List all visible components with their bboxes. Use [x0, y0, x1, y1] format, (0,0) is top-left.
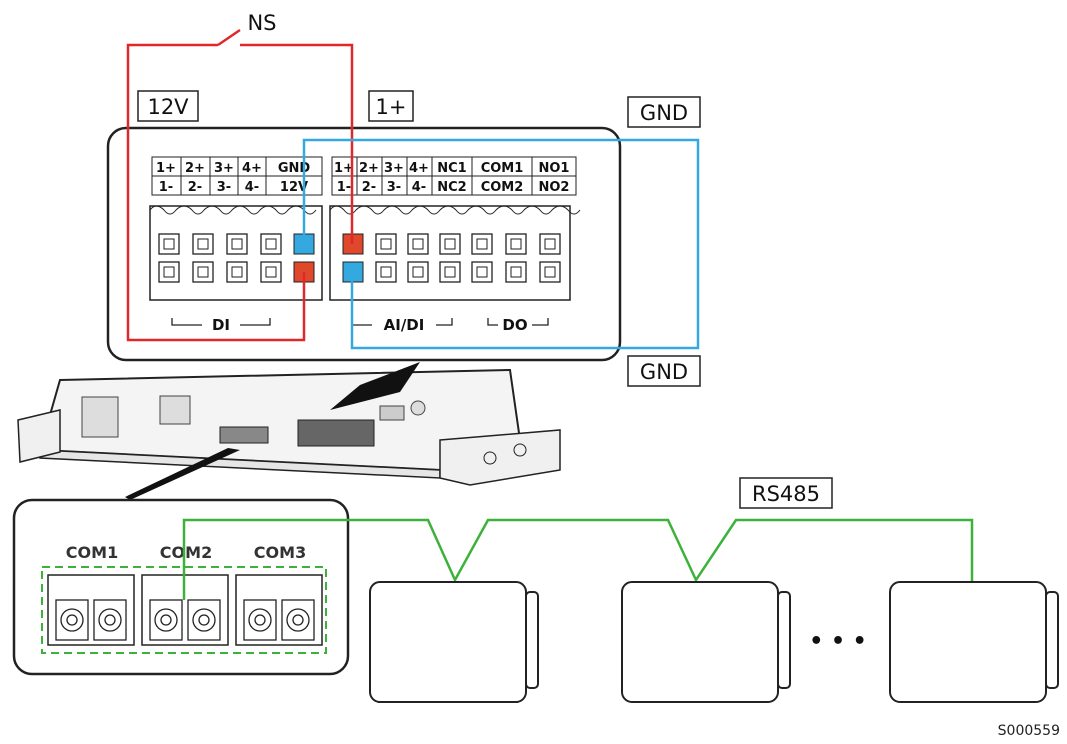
group-label-aidi: AI/DI [384, 316, 425, 334]
com-port-panel: COM1 COM2 COM3 [12, 498, 350, 676]
di-top-4: 4+ [242, 161, 262, 176]
aido-top-3: 3+ [384, 161, 404, 176]
svg-text:NS: NS [247, 11, 276, 35]
aido-top-4: 4+ [409, 161, 429, 176]
red-wire [126, 28, 354, 342]
aido-terminals [342, 233, 561, 283]
svg-text:GND: GND [640, 101, 688, 125]
label-1plus: 1+ [368, 90, 414, 122]
svg-text:1+: 1+ [376, 95, 407, 119]
aido-top-7: NO1 [539, 161, 570, 176]
svg-text:12V: 12V [147, 95, 189, 119]
slave-device-2 [621, 581, 791, 703]
svg-text:RS485: RS485 [752, 482, 820, 506]
aido-bot-7: NO2 [539, 180, 570, 195]
label-ns: NS [247, 11, 276, 35]
slave-device-n [889, 581, 1059, 703]
di-label-grid: 1+ 2+ 3+ 4+ GND 1- 2- 3- 4- 12V [151, 156, 323, 196]
di-top-2: 2+ [185, 161, 205, 176]
label-gnd-top: GND [627, 96, 701, 128]
label-rs485: RS485 [739, 477, 833, 509]
svg-text:GND: GND [640, 360, 688, 384]
aido-top-5: NC1 [437, 161, 466, 176]
di-top-3: 3+ [214, 161, 234, 176]
group-label-do: DO [502, 316, 527, 334]
aido-bot-2: 2- [362, 180, 376, 195]
aido-bot-3: 3- [387, 180, 401, 195]
di-bot-5: 12V [280, 180, 308, 195]
io-terminal-panel: 1+ 2+ 3+ 4+ GND 1- 2- 3- 4- 12V 1+ 2+ 3+… [106, 126, 622, 362]
com-label-3: COM3 [254, 543, 306, 562]
ellipsis: • • • [809, 629, 867, 654]
aido-top-2: 2+ [359, 161, 379, 176]
aido-top-1: 1+ [334, 161, 354, 176]
slave-device-1 [369, 581, 539, 703]
device-box [17, 362, 561, 500]
di-bot-2: 2- [188, 180, 202, 195]
di-bot-3: 3- [217, 180, 231, 195]
blue-wire [302, 138, 700, 350]
aido-bot-1: 1- [337, 180, 351, 195]
aido-top-6: COM1 [481, 161, 524, 176]
group-label-di: DI [212, 316, 230, 334]
label-12v: 12V [137, 90, 199, 122]
aido-label-grid: 1+ 2+ 3+ 4+ NC1 COM1 NO1 1- 2- 3- 4- NC2… [331, 156, 577, 196]
com-label-1: COM1 [66, 543, 118, 562]
rs485-bus [182, 518, 974, 600]
di-top-1: 1+ [156, 161, 176, 176]
aido-bot-4: 4- [412, 180, 426, 195]
figure-id: S000559 [998, 723, 1060, 739]
di-top-5: GND [278, 161, 311, 176]
com-label-2: COM2 [160, 543, 212, 562]
di-bot-4: 4- [245, 180, 259, 195]
aido-bot-5: NC2 [437, 180, 466, 195]
label-gnd-bottom: GND [627, 355, 701, 387]
aido-bot-6: COM2 [481, 180, 524, 195]
di-bot-1: 1- [159, 180, 173, 195]
